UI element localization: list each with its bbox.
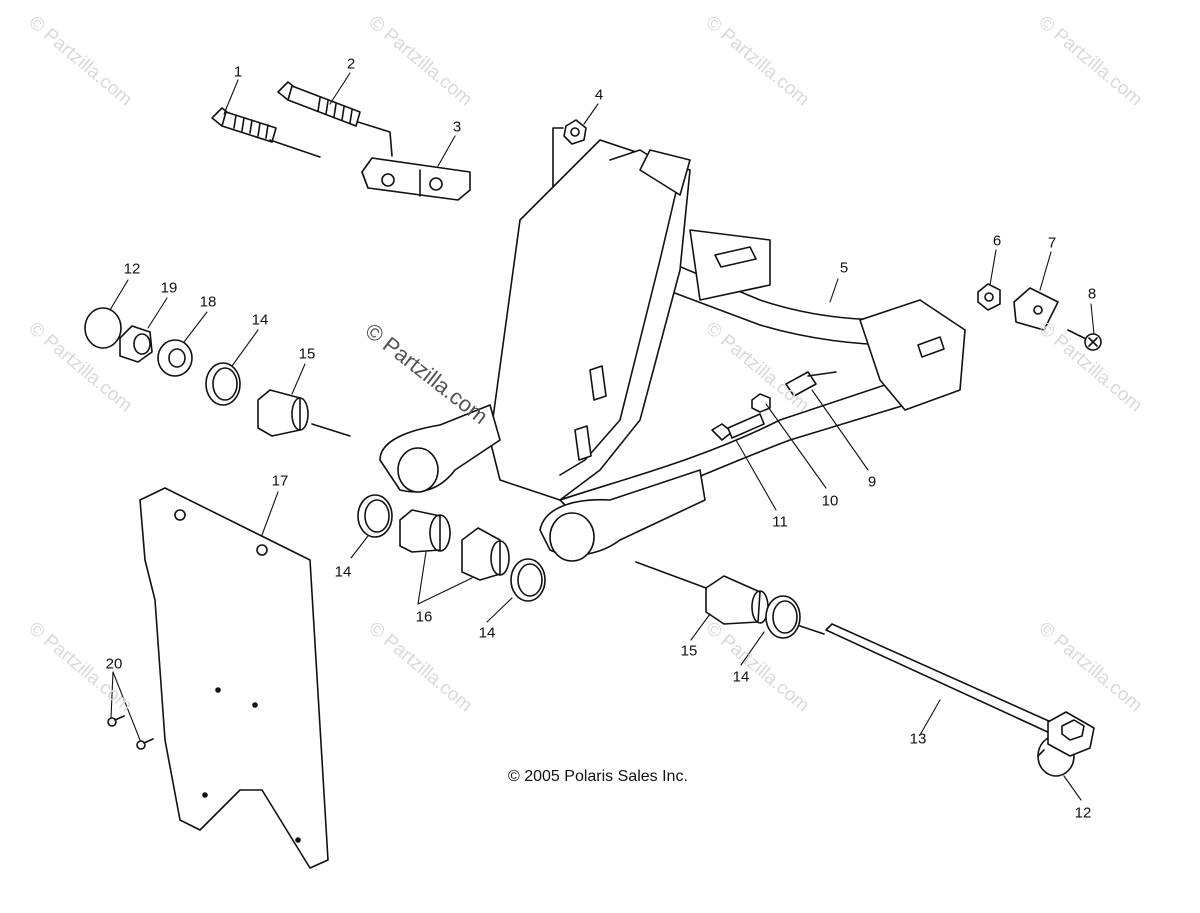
part-3-clamp[interactable]: [361, 157, 471, 201]
callout-13[interactable]: 13: [909, 730, 927, 748]
callout-2[interactable]: 2: [346, 55, 356, 73]
part-10-nut[interactable]: [751, 393, 771, 413]
leader-line: [357, 121, 393, 157]
part-13-axle[interactable]: [825, 623, 1095, 757]
part-5-swing-arm[interactable]: [379, 139, 966, 562]
callout-16[interactable]: 16: [415, 608, 433, 626]
part-9-spacer[interactable]: [785, 371, 837, 397]
part-1-bolt[interactable]: [211, 107, 277, 143]
callout-15-right[interactable]: 15: [680, 642, 698, 660]
part-20-screw-a[interactable]: [107, 715, 125, 727]
part-16-bushing-b[interactable]: [461, 527, 510, 581]
callout-12-right[interactable]: 12: [1074, 804, 1092, 822]
callout-3[interactable]: 3: [452, 118, 462, 136]
part-15-bushing-left[interactable]: [257, 389, 309, 437]
part-16-bushing-a[interactable]: [399, 509, 451, 553]
callout-14-center-left[interactable]: 14: [334, 563, 352, 581]
callout-12-left[interactable]: 12: [123, 260, 141, 278]
part-18-washer[interactable]: [157, 339, 193, 377]
part-6-nut[interactable]: [977, 283, 1001, 311]
part-11-bolt[interactable]: [711, 413, 765, 441]
callout-8[interactable]: 8: [1087, 285, 1097, 303]
callout-1[interactable]: 1: [233, 63, 243, 81]
callout-6[interactable]: 6: [992, 232, 1002, 250]
part-20-screw-b[interactable]: [136, 738, 154, 750]
part-19-nut[interactable]: [119, 325, 153, 363]
callout-14-right[interactable]: 14: [732, 668, 750, 686]
callout-14-center[interactable]: 14: [478, 624, 496, 642]
callout-10[interactable]: 10: [821, 492, 839, 510]
part-15-bushing-right[interactable]: [705, 575, 769, 625]
part-14-ring-right[interactable]: [765, 595, 801, 639]
callout-5[interactable]: 5: [839, 259, 849, 277]
part-14-ring-center[interactable]: [510, 558, 546, 602]
part-14-ring-left[interactable]: [205, 362, 241, 406]
leader-line: [799, 625, 825, 635]
callout-14-left[interactable]: 14: [251, 311, 269, 329]
callout-20[interactable]: 20: [105, 655, 123, 673]
part-7-clip[interactable]: [1013, 287, 1059, 331]
leader-line: [269, 139, 321, 158]
leader-line: [552, 127, 564, 197]
callout-7[interactable]: 7: [1047, 234, 1057, 252]
part-2-bolt[interactable]: [277, 81, 361, 127]
callout-15-left[interactable]: 15: [298, 345, 316, 363]
leader-line: [311, 423, 351, 437]
part-12-cap-left[interactable]: [84, 307, 122, 349]
part-17-plate[interactable]: [139, 487, 329, 869]
callout-leaders: [109, 72, 1095, 801]
callout-11[interactable]: 11: [772, 513, 788, 531]
callout-9[interactable]: 9: [867, 473, 877, 491]
callout-17[interactable]: 17: [271, 472, 289, 490]
callout-18[interactable]: 18: [199, 293, 217, 311]
callout-19[interactable]: 19: [160, 279, 178, 297]
part-4-nut[interactable]: [563, 119, 587, 145]
part-14-ring-center-left[interactable]: [357, 494, 393, 538]
part-8-screw[interactable]: [1067, 329, 1102, 351]
copyright-notice: © 2005 Polaris Sales Inc.: [508, 768, 688, 785]
callout-4[interactable]: 4: [594, 86, 604, 104]
leader-line: [635, 561, 707, 589]
